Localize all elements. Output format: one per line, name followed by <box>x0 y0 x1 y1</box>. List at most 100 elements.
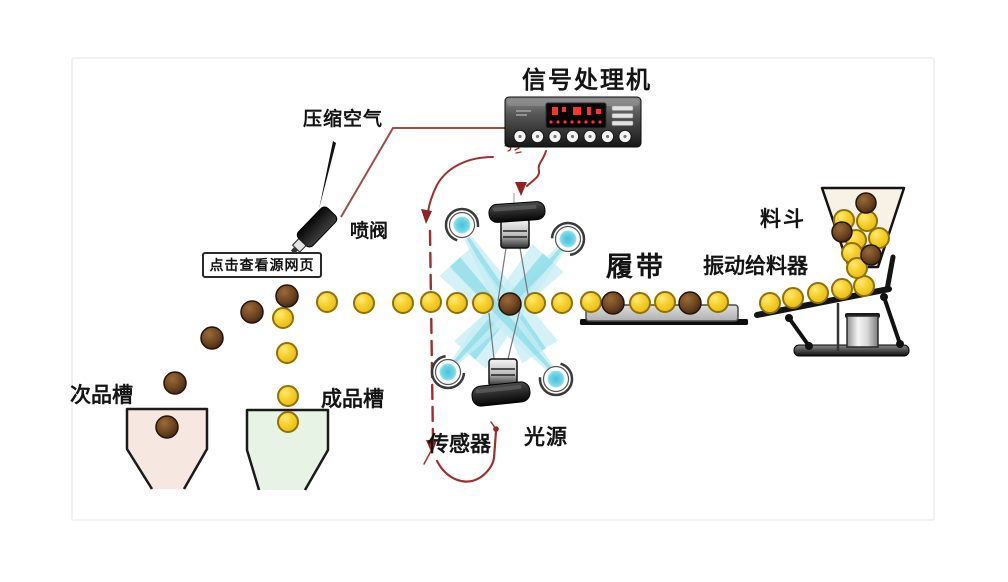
reject-ball <box>678 291 702 315</box>
material-balls <box>155 192 890 439</box>
camera-wire <box>507 308 521 360</box>
good-ball <box>316 291 338 313</box>
led-digit <box>573 107 581 115</box>
reject-ball <box>240 300 264 324</box>
good-ball <box>392 292 414 314</box>
led-dot <box>591 120 595 124</box>
reject-ball <box>855 192 877 214</box>
processor-button <box>513 129 527 144</box>
good-ball <box>277 411 299 433</box>
light-sources <box>430 207 586 397</box>
top-camera <box>488 193 546 302</box>
reject-ball <box>831 221 853 243</box>
camera-wire <box>519 247 530 301</box>
spray-valve <box>290 206 338 254</box>
processor-button <box>618 129 632 144</box>
reject-chute <box>125 407 209 490</box>
led-digit <box>587 107 591 115</box>
reject-ball <box>200 326 224 350</box>
sensor-label: 传感器 <box>428 433 491 456</box>
strut-joint <box>880 293 888 301</box>
good-ball <box>807 282 829 304</box>
led-dot <box>577 120 581 124</box>
processor-button <box>583 129 597 144</box>
led-dot <box>570 120 574 124</box>
processor-button <box>600 129 615 144</box>
led-dot <box>549 120 553 124</box>
watermark-source-link[interactable]: 点击查看源网页 <box>202 252 322 278</box>
red-flow-loop <box>421 143 547 483</box>
good-ball <box>420 291 442 313</box>
reject-ball <box>163 371 187 395</box>
good-ball <box>277 385 299 407</box>
good-ball <box>272 307 294 329</box>
strut-joint <box>896 340 904 348</box>
product-chute-fill <box>247 410 328 490</box>
good-ball <box>472 292 494 314</box>
content-frame <box>71 57 935 521</box>
panel-print-line <box>516 114 527 116</box>
reject-chute-fill <box>127 409 207 489</box>
processor-button <box>548 129 562 144</box>
reject-chute-label: 次品槽 <box>70 384 133 407</box>
reject-ball <box>155 415 179 439</box>
good-ball <box>856 210 878 232</box>
camera-wire <box>497 247 507 302</box>
reject-ball-stream <box>155 192 882 439</box>
light-source-top-right <box>550 221 586 257</box>
arrow-tail <box>423 450 432 465</box>
vent-slot <box>611 113 634 119</box>
valve-needle-line <box>319 141 336 209</box>
bottom-camera <box>471 308 531 407</box>
good-ball <box>276 342 298 364</box>
vent-grille <box>611 105 634 126</box>
reject-ball <box>275 284 299 308</box>
reject-ball <box>498 292 522 316</box>
good-ball <box>654 291 676 313</box>
camera-wire <box>488 312 495 360</box>
led-digit <box>562 107 566 112</box>
good-ball <box>707 291 729 313</box>
camera-cap <box>471 381 531 407</box>
vent-slot <box>611 120 634 126</box>
processor-button <box>530 129 545 144</box>
strut-joint <box>805 342 813 350</box>
arrowhead-bottom-left <box>426 440 437 454</box>
feeder-end-wall <box>884 254 896 293</box>
panel-print-line <box>516 110 531 112</box>
loop-bottom-arc <box>435 456 496 483</box>
product-chute-label: 成品槽 <box>321 388 384 411</box>
belt-label: 履带 <box>606 252 666 282</box>
beam-bottom-right-core <box>449 257 552 370</box>
product-chute <box>245 408 330 491</box>
reject-chute-outline <box>125 407 209 490</box>
camera-body <box>488 358 518 387</box>
air-pipe-line <box>340 127 508 218</box>
reject-ball <box>860 244 882 266</box>
reject-ball <box>601 291 625 315</box>
compressed-air-label: 压缩空气 <box>303 109 384 130</box>
light-source-top-left <box>444 207 480 243</box>
led-dot <box>598 120 602 124</box>
camera-cap <box>488 201 546 223</box>
arrowhead-to-camera <box>515 182 527 196</box>
vibrating-feeder-label: 振动给料器 <box>703 255 808 278</box>
led-dot <box>556 120 560 124</box>
loop-left-dashed-line <box>428 229 435 443</box>
good-ball <box>446 292 468 314</box>
feeder-cylinder <box>846 315 879 348</box>
product-chute-outline <box>245 408 330 491</box>
led-display <box>545 102 607 129</box>
good-ball <box>580 291 602 313</box>
panel-print <box>516 110 531 116</box>
good-ball <box>551 292 573 314</box>
good-ball-stream <box>272 209 890 433</box>
light-source-label: 光源 <box>524 426 568 449</box>
good-ball <box>782 287 804 309</box>
good-ball <box>353 292 375 314</box>
red-scribble-2 <box>514 147 522 154</box>
loop-right-drop <box>526 150 547 187</box>
led-dot <box>584 120 588 124</box>
